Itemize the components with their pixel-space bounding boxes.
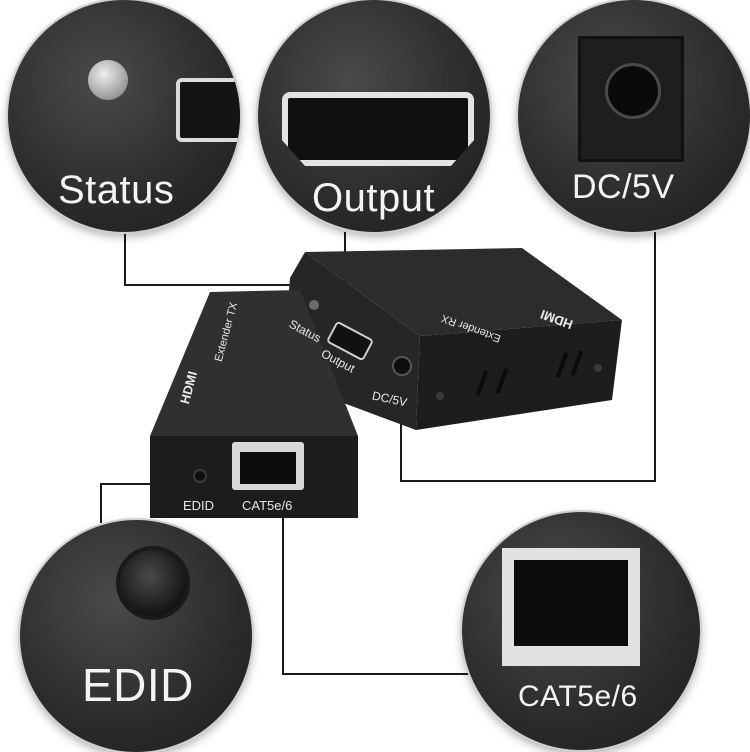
transmitter-rj45-socket	[240, 452, 296, 484]
zoom-circle-edid: EDID	[20, 520, 252, 752]
zoom-cat-label: CAT5e/6	[518, 680, 638, 713]
receiver-vent-1	[475, 370, 489, 396]
receiver-top	[305, 248, 622, 336]
transmitter-edid-label: EDID	[183, 498, 215, 513]
leader-dc-v2	[400, 420, 402, 482]
zoom-output-label: Output	[312, 176, 436, 220]
receiver-hdmi-port	[327, 321, 373, 361]
leader-status-h	[124, 284, 304, 286]
receiver-unit	[282, 248, 622, 430]
zoom-circle-output: Output	[258, 0, 490, 232]
rj45-socket-icon	[514, 560, 628, 646]
receiver-vent-2	[495, 368, 509, 394]
rj45-port-icon	[502, 548, 640, 666]
edid-button-icon	[116, 546, 190, 620]
leader-edid-v	[100, 483, 102, 523]
hdmi-port-icon	[282, 92, 474, 166]
leader-status-v	[124, 232, 126, 286]
zoom-circle-cat: CAT5e/6	[462, 512, 700, 750]
receiver-dc-jack	[392, 356, 412, 376]
dc-jack-inner-icon	[605, 63, 661, 119]
leader-cat-v	[282, 515, 284, 675]
dc-jack-icon	[578, 36, 684, 162]
zoom-edid-label: EDID	[82, 659, 194, 711]
transmitter-cat-label: CAT5e/6	[242, 498, 293, 513]
receiver-screw-1	[436, 392, 444, 400]
receiver-screw-2	[594, 364, 602, 372]
zoom-circle-status: Status	[8, 0, 240, 232]
transmitter-edid-button	[193, 469, 207, 483]
receiver-vent-3	[555, 352, 569, 378]
zoom-circle-dc: DC/5V	[518, 0, 750, 232]
leader-dc-v	[654, 228, 656, 482]
leader-cat-h	[282, 673, 472, 675]
hdmi-port-partial-icon	[176, 78, 240, 142]
leader-dc-h	[400, 480, 656, 482]
receiver-vent-4	[570, 350, 584, 376]
receiver-side	[416, 320, 622, 430]
status-led-icon	[88, 60, 128, 100]
transmitter-top	[150, 290, 358, 436]
receiver-status-led	[309, 300, 319, 310]
transmitter-unit	[150, 290, 358, 518]
zoom-status-label: Status	[58, 168, 175, 212]
zoom-dc-label: DC/5V	[572, 168, 675, 206]
leader-edid-h	[100, 483, 180, 485]
